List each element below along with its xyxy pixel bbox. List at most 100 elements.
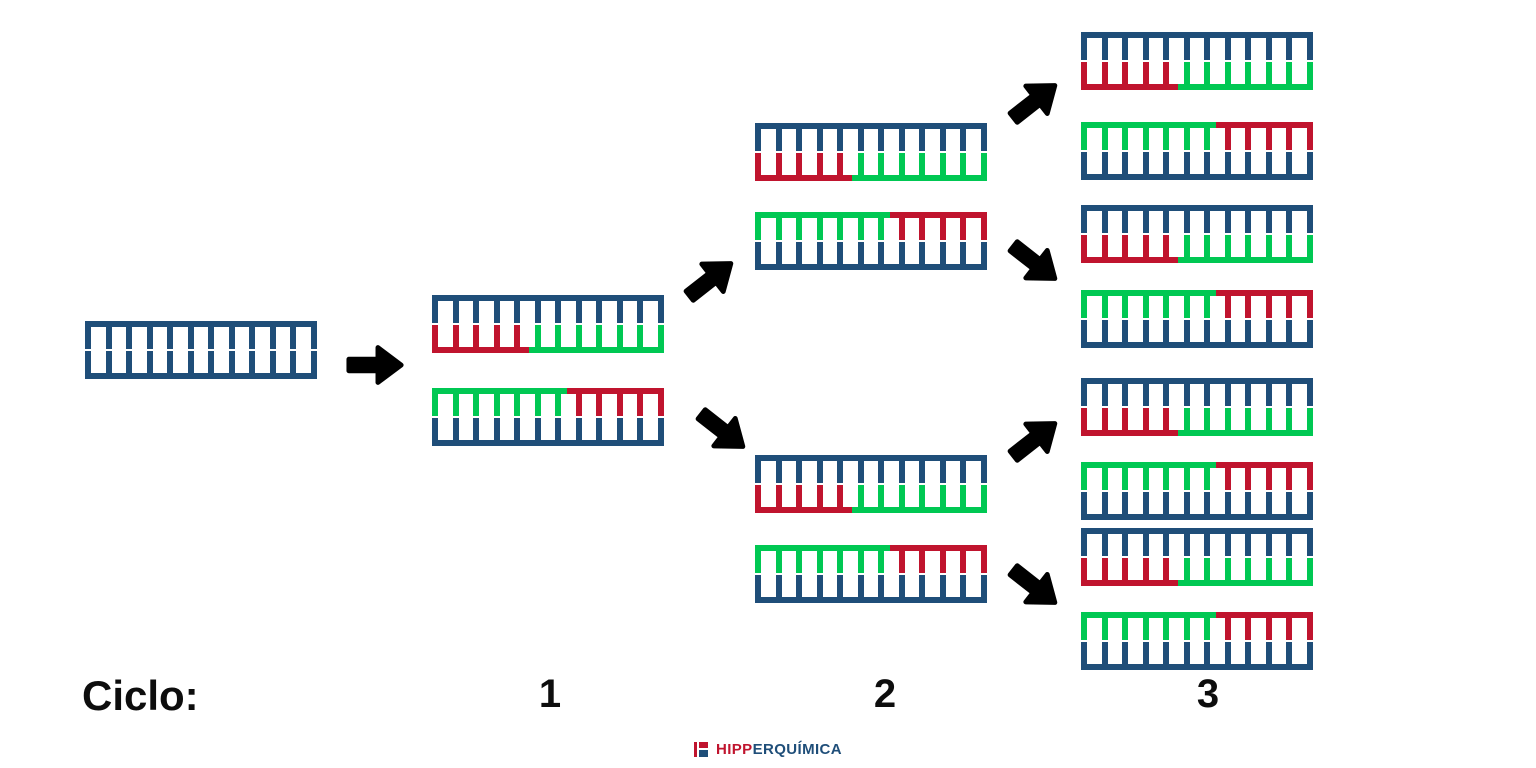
rung <box>1142 320 1149 343</box>
cycle2-strand-3 <box>755 455 987 514</box>
cycle2-strand-1-bottom-strand <box>755 153 987 182</box>
rung <box>1142 534 1149 556</box>
top-rungs <box>1081 32 1313 60</box>
cycle3-strand-5-bottom-strand <box>1081 408 1313 437</box>
rung <box>432 394 438 416</box>
rung <box>898 129 905 151</box>
rung <box>960 129 967 151</box>
rail-segment <box>755 123 987 129</box>
arrow-cycle1-to-cycle2-down <box>692 400 754 462</box>
rung <box>1286 468 1293 490</box>
rung <box>534 301 541 323</box>
rung <box>616 418 623 441</box>
rung <box>514 325 521 348</box>
rung <box>816 153 823 176</box>
top-rungs <box>755 212 987 240</box>
rung <box>939 153 946 176</box>
rung <box>1081 558 1087 581</box>
rail-segment <box>1177 580 1313 587</box>
cycle1-strand-2 <box>432 388 664 447</box>
top-rungs <box>1081 290 1313 318</box>
bot-backbone-rail <box>1081 580 1313 587</box>
rung <box>898 461 905 483</box>
rung <box>208 351 215 374</box>
cycle3-strand-5-top-strand <box>1081 378 1313 406</box>
rung <box>1286 296 1293 318</box>
arrow-cycle1-to-cycle2-up <box>680 248 742 310</box>
bot-backbone-rail <box>755 175 987 182</box>
cycle3-strand-3-bottom-strand <box>1081 235 1313 264</box>
cycle-number-1: 1 <box>538 672 562 716</box>
rung <box>1286 320 1293 343</box>
bot-backbone-rail <box>1081 342 1313 349</box>
rung <box>755 461 761 483</box>
rung <box>939 461 946 483</box>
rung <box>919 129 926 151</box>
rung <box>310 327 317 349</box>
rung <box>837 242 844 265</box>
rung <box>857 129 864 151</box>
rung <box>514 394 521 416</box>
arrow-icon <box>1007 83 1058 125</box>
cycle1-strand-1-bottom-strand <box>432 325 664 354</box>
rung <box>1245 235 1252 258</box>
rung <box>857 575 864 598</box>
rung <box>1081 642 1087 665</box>
rung <box>1245 468 1252 490</box>
rung <box>1306 468 1313 490</box>
bot-backbone-rail <box>1081 514 1313 521</box>
rung <box>1081 468 1087 490</box>
rung <box>1306 642 1313 665</box>
rung <box>837 551 844 573</box>
rung <box>960 551 967 573</box>
rail-segment <box>528 347 664 354</box>
rung <box>126 327 133 349</box>
rung <box>1245 128 1252 150</box>
rung <box>755 129 761 151</box>
rung <box>146 351 153 374</box>
rung <box>816 218 823 240</box>
rung <box>473 301 480 323</box>
rung <box>775 575 782 598</box>
rail-segment <box>1081 514 1313 521</box>
rail-segment <box>1216 462 1313 468</box>
rung <box>1265 558 1272 581</box>
rung <box>1163 38 1170 60</box>
top-backbone-rail <box>1081 122 1313 128</box>
rail-segment <box>1177 257 1313 264</box>
rung <box>919 153 926 176</box>
rung <box>657 394 664 416</box>
rung <box>1142 618 1149 640</box>
rung <box>534 394 541 416</box>
rung <box>1265 128 1272 150</box>
cycle3-strand-2-bottom-strand <box>1081 152 1313 181</box>
rung <box>1183 492 1190 515</box>
bot-backbone-rail <box>1081 664 1313 671</box>
rung <box>1081 618 1087 640</box>
rung <box>980 242 987 265</box>
bot-rungs <box>85 351 317 379</box>
cycle3-strand-4-bottom-strand <box>1081 320 1313 349</box>
rung <box>796 575 803 598</box>
rail-segment <box>755 507 852 514</box>
cycle3-strand-1-bottom-strand <box>1081 62 1313 91</box>
top-backbone-rail <box>755 212 987 218</box>
rung <box>1265 384 1272 406</box>
rung <box>1081 235 1087 258</box>
rung <box>1183 468 1190 490</box>
rung <box>1101 235 1108 258</box>
rung <box>755 218 761 240</box>
rung <box>796 242 803 265</box>
rail-segment <box>1081 528 1313 534</box>
rung <box>493 325 500 348</box>
rail-segment <box>1177 84 1313 91</box>
rung <box>1224 320 1231 343</box>
rung <box>837 575 844 598</box>
rung <box>1286 38 1293 60</box>
rung <box>1204 296 1211 318</box>
rung <box>1081 408 1087 431</box>
bot-backbone-rail <box>1081 257 1313 264</box>
bot-rungs <box>755 242 987 270</box>
rung <box>796 551 803 573</box>
rung <box>1101 128 1108 150</box>
